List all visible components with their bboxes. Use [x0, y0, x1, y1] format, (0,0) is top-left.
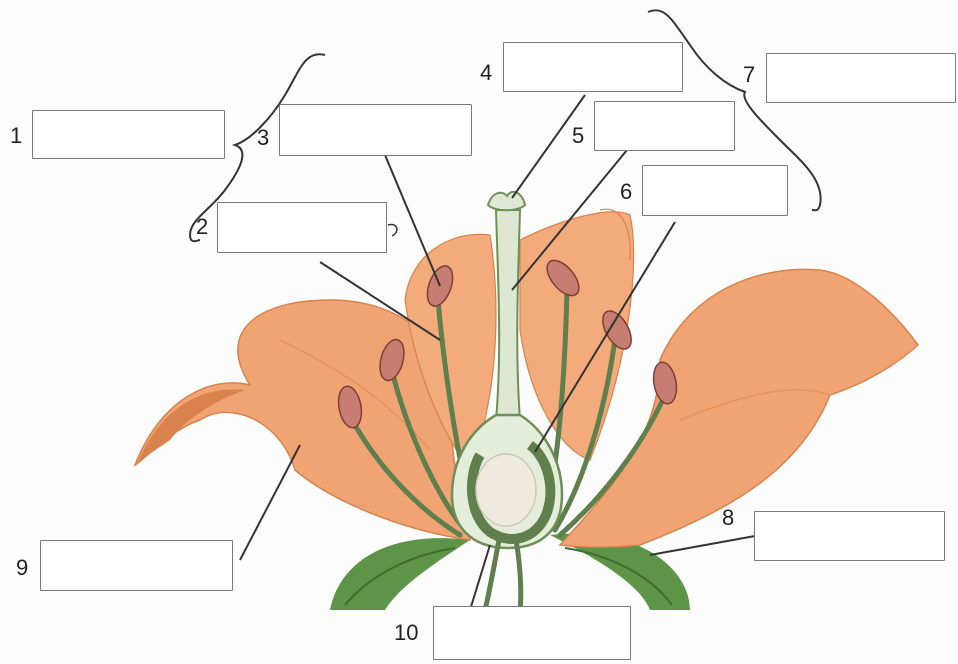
label-box-9[interactable] — [40, 540, 233, 591]
label-number-8: 8 — [722, 507, 734, 529]
ovule — [476, 454, 536, 526]
label-number-1: 1 — [10, 125, 22, 147]
label-number-2: 2 — [196, 216, 208, 238]
label-box-8[interactable] — [754, 511, 945, 561]
stigma — [488, 192, 525, 210]
leader-line-3 — [385, 155, 440, 286]
label-box-6[interactable] — [642, 165, 788, 216]
label-box-4[interactable] — [503, 42, 683, 92]
leader-line-8 — [650, 536, 755, 555]
label-number-6: 6 — [620, 181, 632, 203]
style — [496, 210, 520, 420]
label-number-7: 7 — [743, 64, 755, 86]
label-number-10: 10 — [394, 622, 418, 644]
label-box-7[interactable] — [766, 53, 956, 103]
label-number-3: 3 — [257, 127, 269, 149]
label-box-10[interactable] — [433, 606, 631, 660]
label-box-1[interactable] — [32, 110, 225, 159]
leader-line-9 — [240, 445, 300, 560]
label-number-5: 5 — [572, 125, 584, 147]
label-number-4: 4 — [480, 62, 492, 84]
label-number-9: 9 — [16, 557, 28, 579]
label-box-3[interactable] — [279, 104, 472, 156]
label-box-5[interactable] — [594, 101, 735, 151]
label-box-2[interactable] — [217, 202, 387, 253]
